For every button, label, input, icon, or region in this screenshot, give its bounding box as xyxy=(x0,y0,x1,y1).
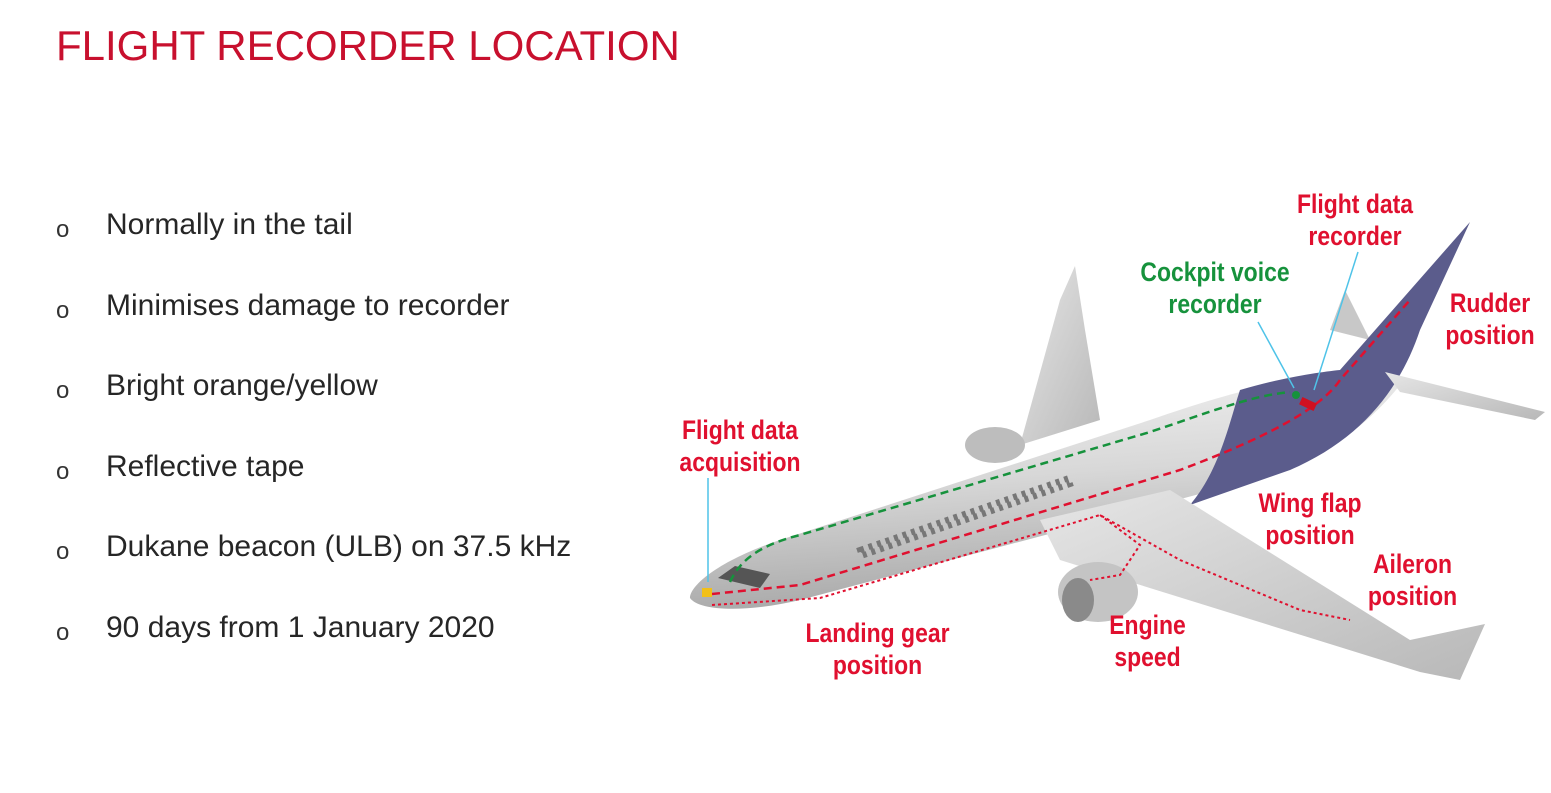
bullet-text: Minimises damage to recorder xyxy=(106,288,510,322)
bullet-text: 90 days from 1 January 2020 xyxy=(106,610,495,644)
label-line: position xyxy=(1367,581,1458,611)
near-wing xyxy=(1040,490,1485,680)
label-line: position xyxy=(832,650,923,680)
label-line: Cockpit voice xyxy=(1140,257,1290,287)
green-wiring xyxy=(728,390,1291,583)
bullet-item: o Minimises damage to recorder xyxy=(56,289,571,370)
bullet-marker: o xyxy=(56,377,70,404)
bullet-text: Normally in the tail xyxy=(106,208,353,241)
label-line: position xyxy=(1445,320,1535,350)
label-line: Wing flap xyxy=(1258,488,1362,518)
bullet-marker: o xyxy=(56,457,70,485)
bullet-text: Bright orange/yellow xyxy=(106,369,378,402)
cockpit-windows xyxy=(718,566,770,588)
label-line: Engine xyxy=(1109,610,1186,640)
bullet-item: o Normally in the tail xyxy=(56,208,571,289)
fda-unit-icon xyxy=(702,588,712,597)
label-line: acquisition xyxy=(679,447,801,477)
horizontal-stabilizer xyxy=(1385,372,1545,420)
label-line: Flight data xyxy=(681,415,799,445)
bullet-marker: o xyxy=(56,538,70,565)
bullet-item: o Reflective tape xyxy=(56,450,571,531)
cabin-windows xyxy=(856,474,1074,560)
label-line: Rudder xyxy=(1449,288,1531,318)
tail-livery xyxy=(1190,222,1470,505)
red-wiring-dotted xyxy=(711,513,1351,621)
bullet-text: Reflective tape xyxy=(106,449,305,483)
bullet-item: o 90 days from 1 January 2020 xyxy=(56,611,571,692)
cvr-leader xyxy=(1257,321,1295,389)
far-engine xyxy=(965,427,1025,463)
far-wing xyxy=(1020,266,1100,445)
label-line: Flight data xyxy=(1296,189,1414,219)
bullet-marker: o xyxy=(56,216,70,243)
slide-title: FLIGHT RECORDER LOCATION xyxy=(56,22,680,69)
bullet-item: o Dukane beacon (ULB) on 37.5 kHz xyxy=(56,530,571,611)
bullet-text: Dukane beacon (ULB) on 37.5 kHz xyxy=(106,530,572,563)
label-line: Aileron xyxy=(1372,549,1453,579)
label-line: Landing gear xyxy=(805,618,950,648)
bullet-marker: o xyxy=(56,618,70,646)
label-line: position xyxy=(1265,520,1355,550)
label-line: recorder xyxy=(1308,221,1402,251)
label-line: recorder xyxy=(1168,289,1262,319)
horizontal-stabilizer-far xyxy=(1330,290,1370,340)
bullet-item: o Bright orange/yellow xyxy=(56,369,571,450)
fdr-unit-icon xyxy=(1299,396,1317,412)
red-wiring xyxy=(711,299,1411,596)
fdr-leader xyxy=(1313,251,1359,391)
bullet-marker: o xyxy=(56,296,70,324)
label-line: speed xyxy=(1114,642,1181,672)
cvr-unit-icon xyxy=(1292,391,1300,399)
